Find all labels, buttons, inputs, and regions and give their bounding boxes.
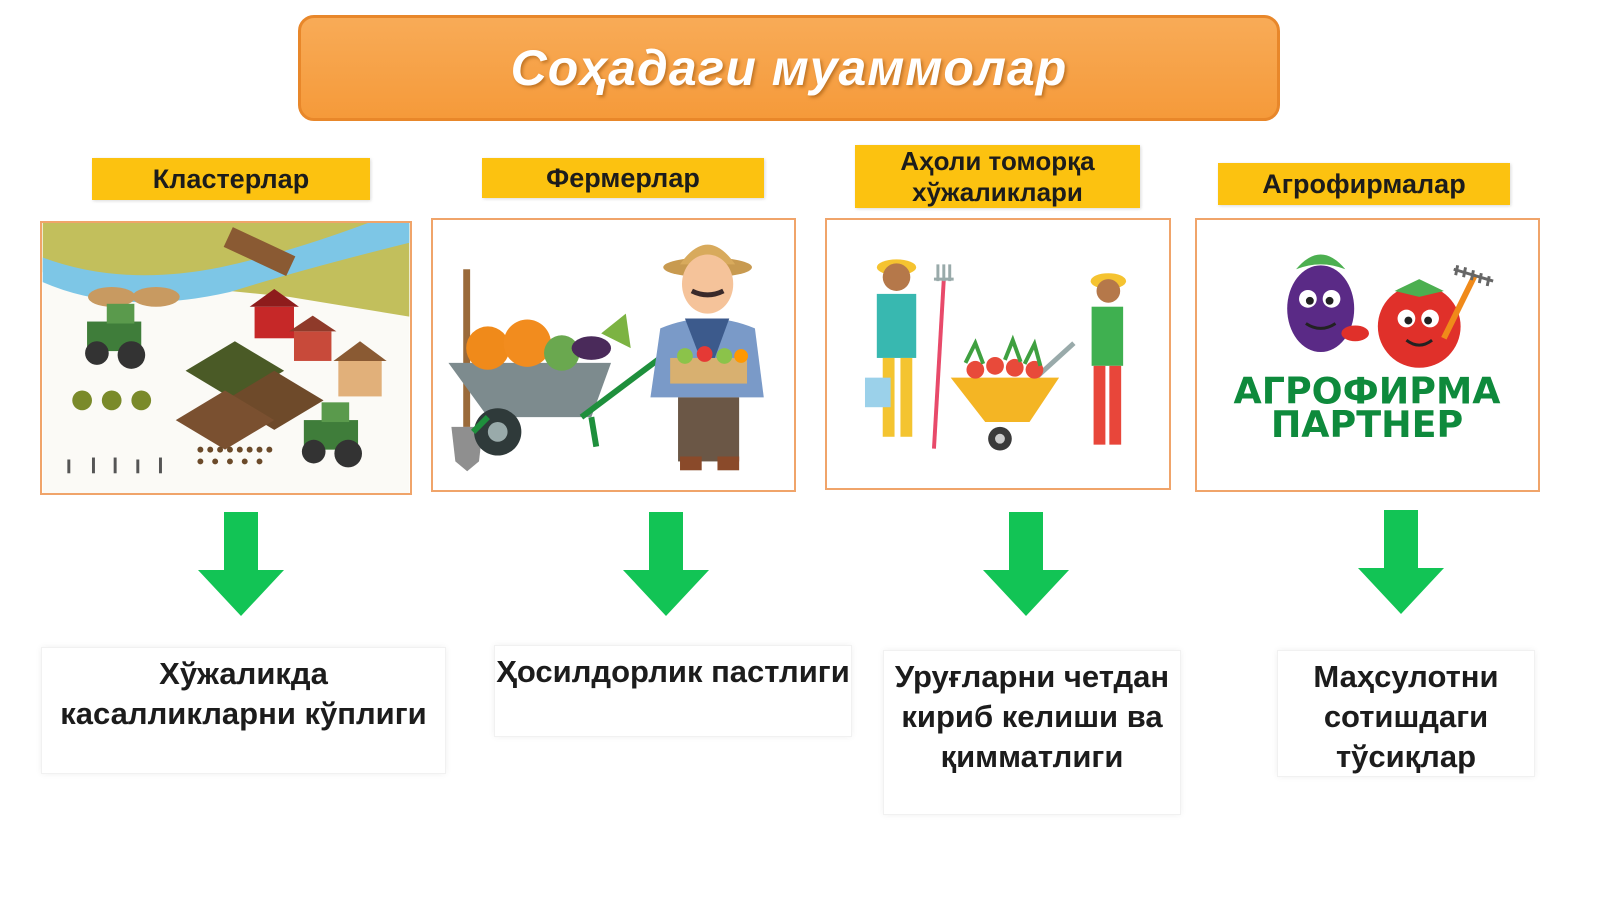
farmer-wheelbarrow-illustration [431, 218, 796, 492]
down-arrow-icon [1358, 510, 1444, 614]
gardeners-illustration [825, 218, 1171, 490]
title-banner: Соҳадаги муаммолар [298, 15, 1280, 121]
down-arrow-icon [623, 512, 709, 616]
page-title: Соҳадаги муаммолар [510, 40, 1068, 96]
category-label-households: Аҳоли томорқа хўжаликлари [855, 145, 1140, 208]
logo-line-2: ПАРТНЕР [1271, 403, 1463, 446]
problem-text-households: Уруғларни четдан кириб келиши ва қимматл… [883, 650, 1181, 815]
category-label-agrofirms: Агрофирмалар [1218, 163, 1510, 205]
down-arrow-icon [198, 512, 284, 616]
category-label-clusters: Кластерлар [92, 158, 370, 200]
problem-text-clusters: Хўжаликда касалликларни кўплиги [41, 647, 446, 774]
problem-text-agrofirms: Маҳсулотни сотишдаги тўсиқлар [1277, 650, 1535, 777]
down-arrow-icon [983, 512, 1069, 616]
problem-text-farmers: Ҳосилдорлик пастлиги [494, 645, 852, 737]
agrofirm-logo: АГРОФИРМА ПАРТНЕР [1195, 218, 1540, 492]
category-label-farmers: Фермерлар [482, 158, 764, 198]
logo-line-1: АГРОФИРМА [1234, 369, 1502, 412]
farm-cluster-illustration [40, 221, 412, 495]
